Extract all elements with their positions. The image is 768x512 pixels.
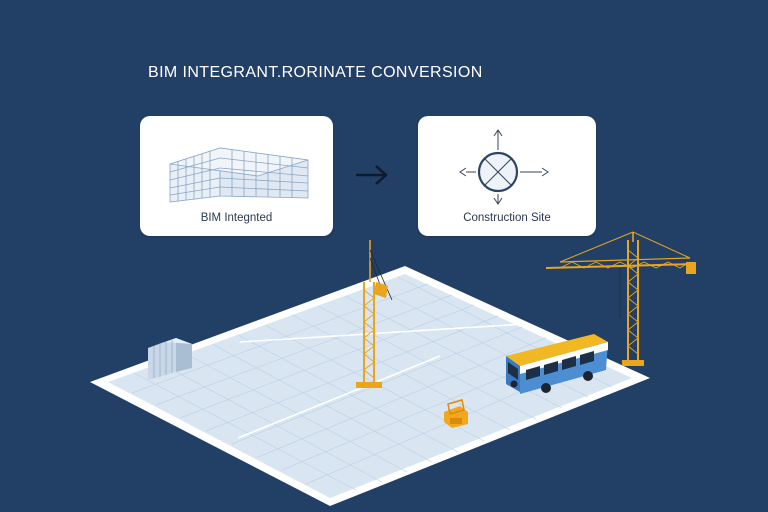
construction-site-card-label: Construction Site [463, 212, 551, 224]
building-wireframe-icon [169, 147, 309, 203]
server-block [148, 338, 192, 380]
arrow-right-icon [356, 165, 388, 185]
excavator-machine [444, 399, 468, 428]
bus [506, 334, 608, 394]
tower-crane-center [356, 240, 393, 388]
construction-site-card: Construction Site [418, 116, 596, 236]
tower-crane-right [545, 231, 696, 366]
diagram-title: BIM INTEGRANT.RORINATE CONVERSION [148, 64, 483, 81]
compass-icon [459, 129, 549, 205]
bim-card-label: BIM Integnted [200, 212, 273, 224]
bim-card: BIM Integnted [140, 116, 333, 236]
